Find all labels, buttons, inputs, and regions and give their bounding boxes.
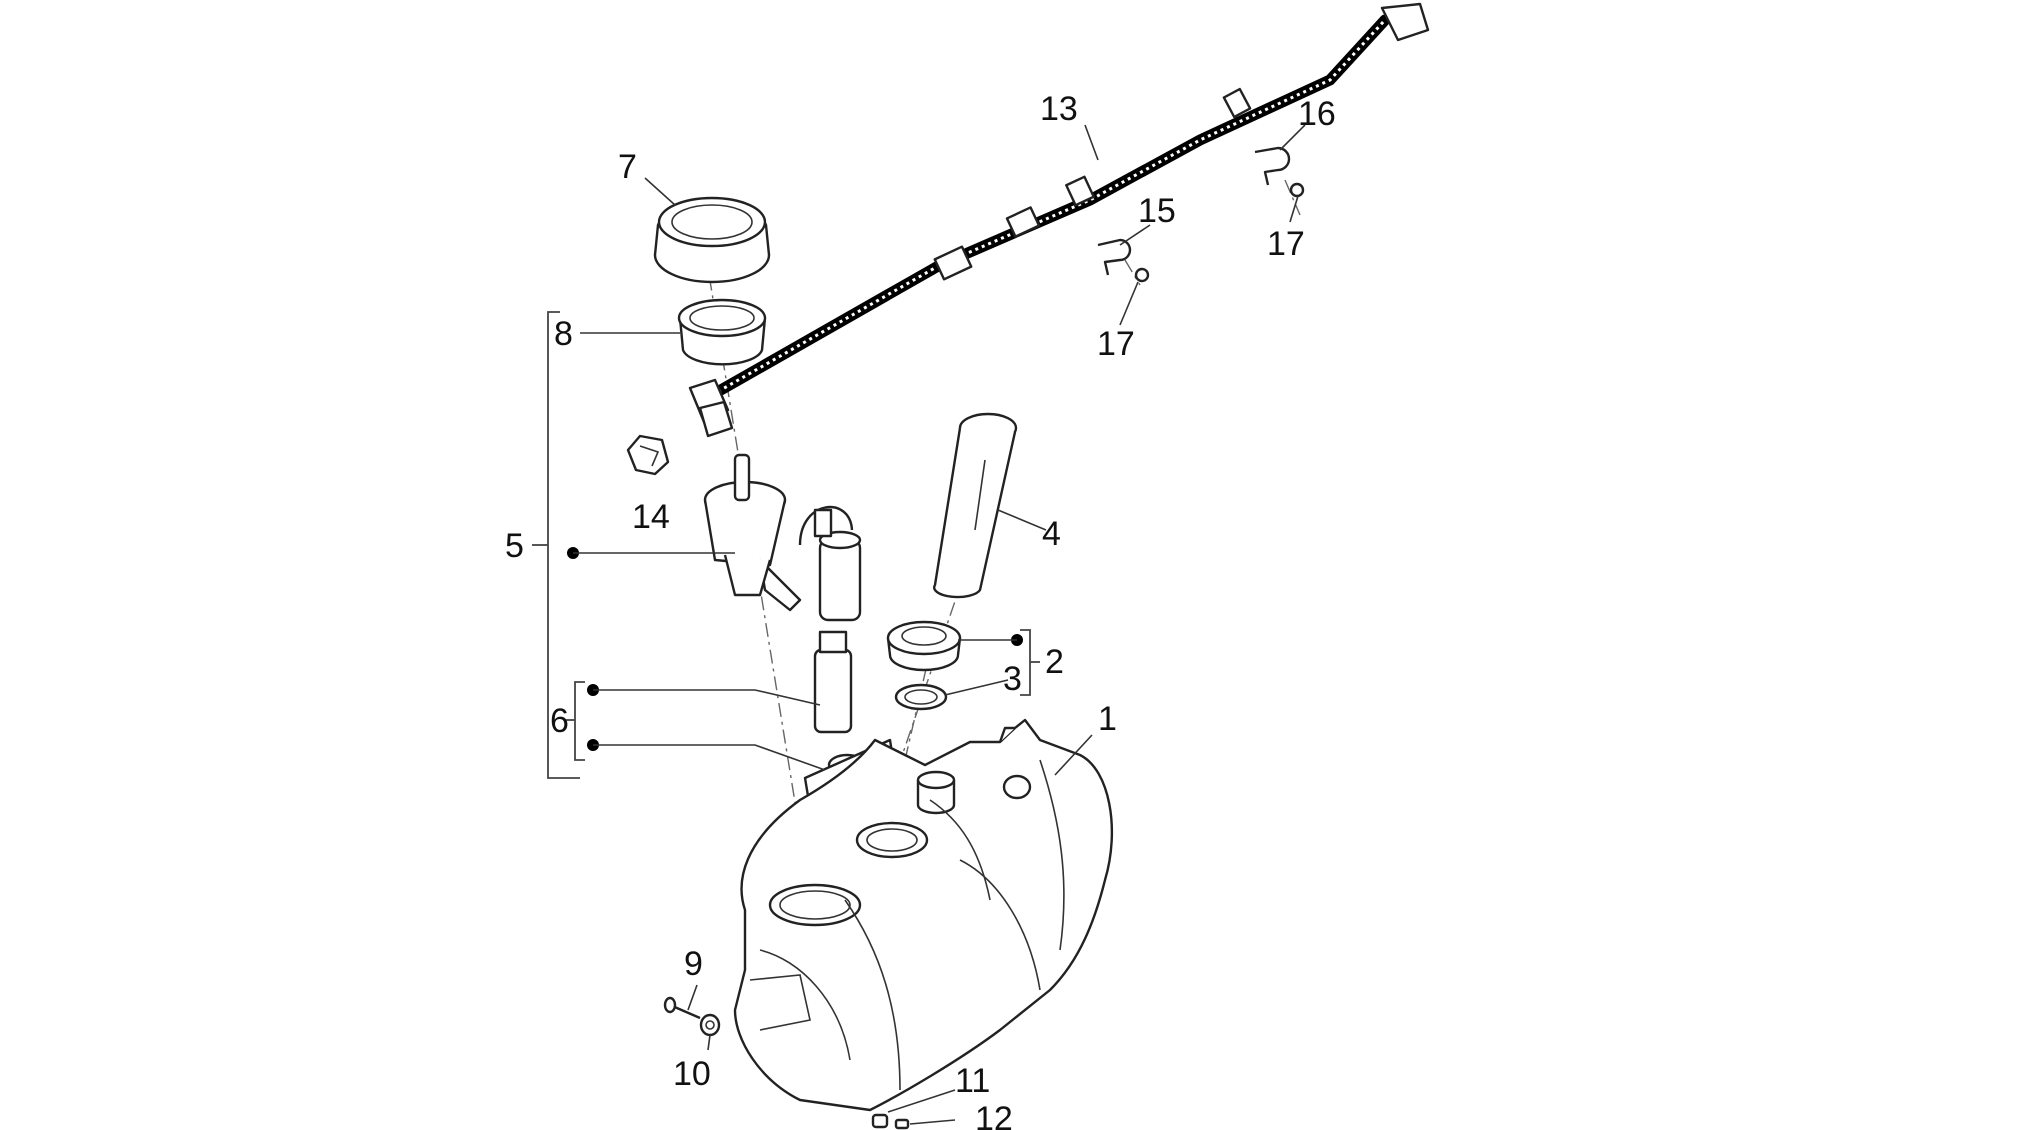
callout-5: 5 [505,527,524,565]
group-brackets [532,311,1040,779]
callout-13: 13 [1040,90,1078,128]
part-11-plug [871,1113,889,1129]
callout-8: 8 [554,315,573,353]
part-14-clip [626,434,670,476]
callout-17-lower: 17 [1097,325,1135,363]
callout-2: 2 [1045,643,1064,681]
part-4-level-sender [933,412,1018,599]
callout-1: 1 [1098,700,1117,738]
part-1-fuel-tank [733,718,1114,1112]
callout-11: 11 [955,1062,990,1100]
part-5-pump-assembly [703,453,862,622]
part-9-bolt [663,996,701,1020]
part-2-filler-cap [886,620,962,672]
callout-10: 10 [673,1055,711,1093]
part-12-nut [894,1118,910,1130]
part-7-locking-ring [653,196,771,284]
part-16-clamp [1254,146,1305,198]
callout-16: 16 [1298,95,1336,133]
callout-17-upper: 17 [1267,225,1305,263]
part-3-cap-gasket [894,683,948,711]
part-10-washer [699,1013,721,1037]
callout-6: 6 [550,702,569,740]
callout-7: 7 [618,148,637,186]
callout-12: 12 [975,1100,1013,1130]
callout-4: 4 [1042,515,1061,553]
callout-labels: 1 2 3 4 5 6 7 8 9 10 11 12 13 14 15 16 1… [505,90,1336,1130]
part-15-clamp [1097,238,1150,283]
part-13-harness [688,2,1430,438]
callout-14: 14 [632,498,670,536]
part-8-seal [677,298,767,366]
callout-3: 3 [1003,660,1022,698]
callout-15: 15 [1138,192,1176,230]
callout-9: 9 [684,945,703,983]
leader-lines [573,124,1306,1125]
